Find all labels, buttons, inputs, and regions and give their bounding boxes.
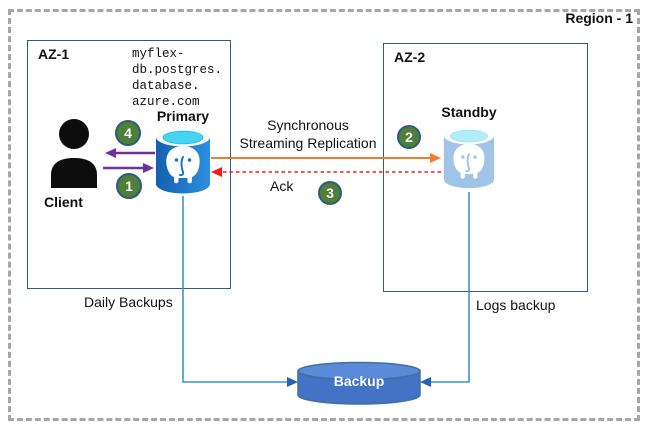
server-domain-line: database. <box>132 79 200 93</box>
server-domain-line: azure.com <box>132 95 200 109</box>
logs-backup-label: Logs backup <box>476 297 556 313</box>
server-domain-text: myflex- db.postgres. database. azure.com <box>132 46 222 110</box>
daily-backups-label: Daily Backups <box>84 294 173 310</box>
step-badge-1: 1 <box>116 173 142 199</box>
step-badge-2: 2 <box>397 125 421 149</box>
az2-label: AZ-2 <box>394 49 426 65</box>
replication-label-line1: Synchronous <box>267 117 349 133</box>
standby-database-icon <box>442 124 496 197</box>
client-icon <box>51 119 97 188</box>
backup-cylinder-icon <box>297 361 421 405</box>
primary-database-icon <box>156 127 210 194</box>
region-label: Region - 1 <box>565 10 633 26</box>
server-domain-line: db.postgres. <box>132 63 223 77</box>
region-boundary <box>8 9 640 421</box>
step-badge-4: 4 <box>115 120 141 146</box>
replication-label-line2: Streaming Replication <box>239 135 377 151</box>
postgres-elephant-glyph <box>166 146 200 184</box>
backup-label: Backup <box>333 373 385 389</box>
step-badge-3: 3 <box>318 181 342 205</box>
az1-label: AZ-1 <box>38 46 70 62</box>
server-domain-line: myflex- <box>132 47 185 61</box>
az2-box <box>383 43 588 292</box>
standby-label: Standby <box>441 104 497 120</box>
primary-label: Primary <box>156 108 210 124</box>
az1-box <box>27 40 231 289</box>
ack-label: Ack <box>270 178 294 194</box>
client-label: Client <box>44 194 83 210</box>
